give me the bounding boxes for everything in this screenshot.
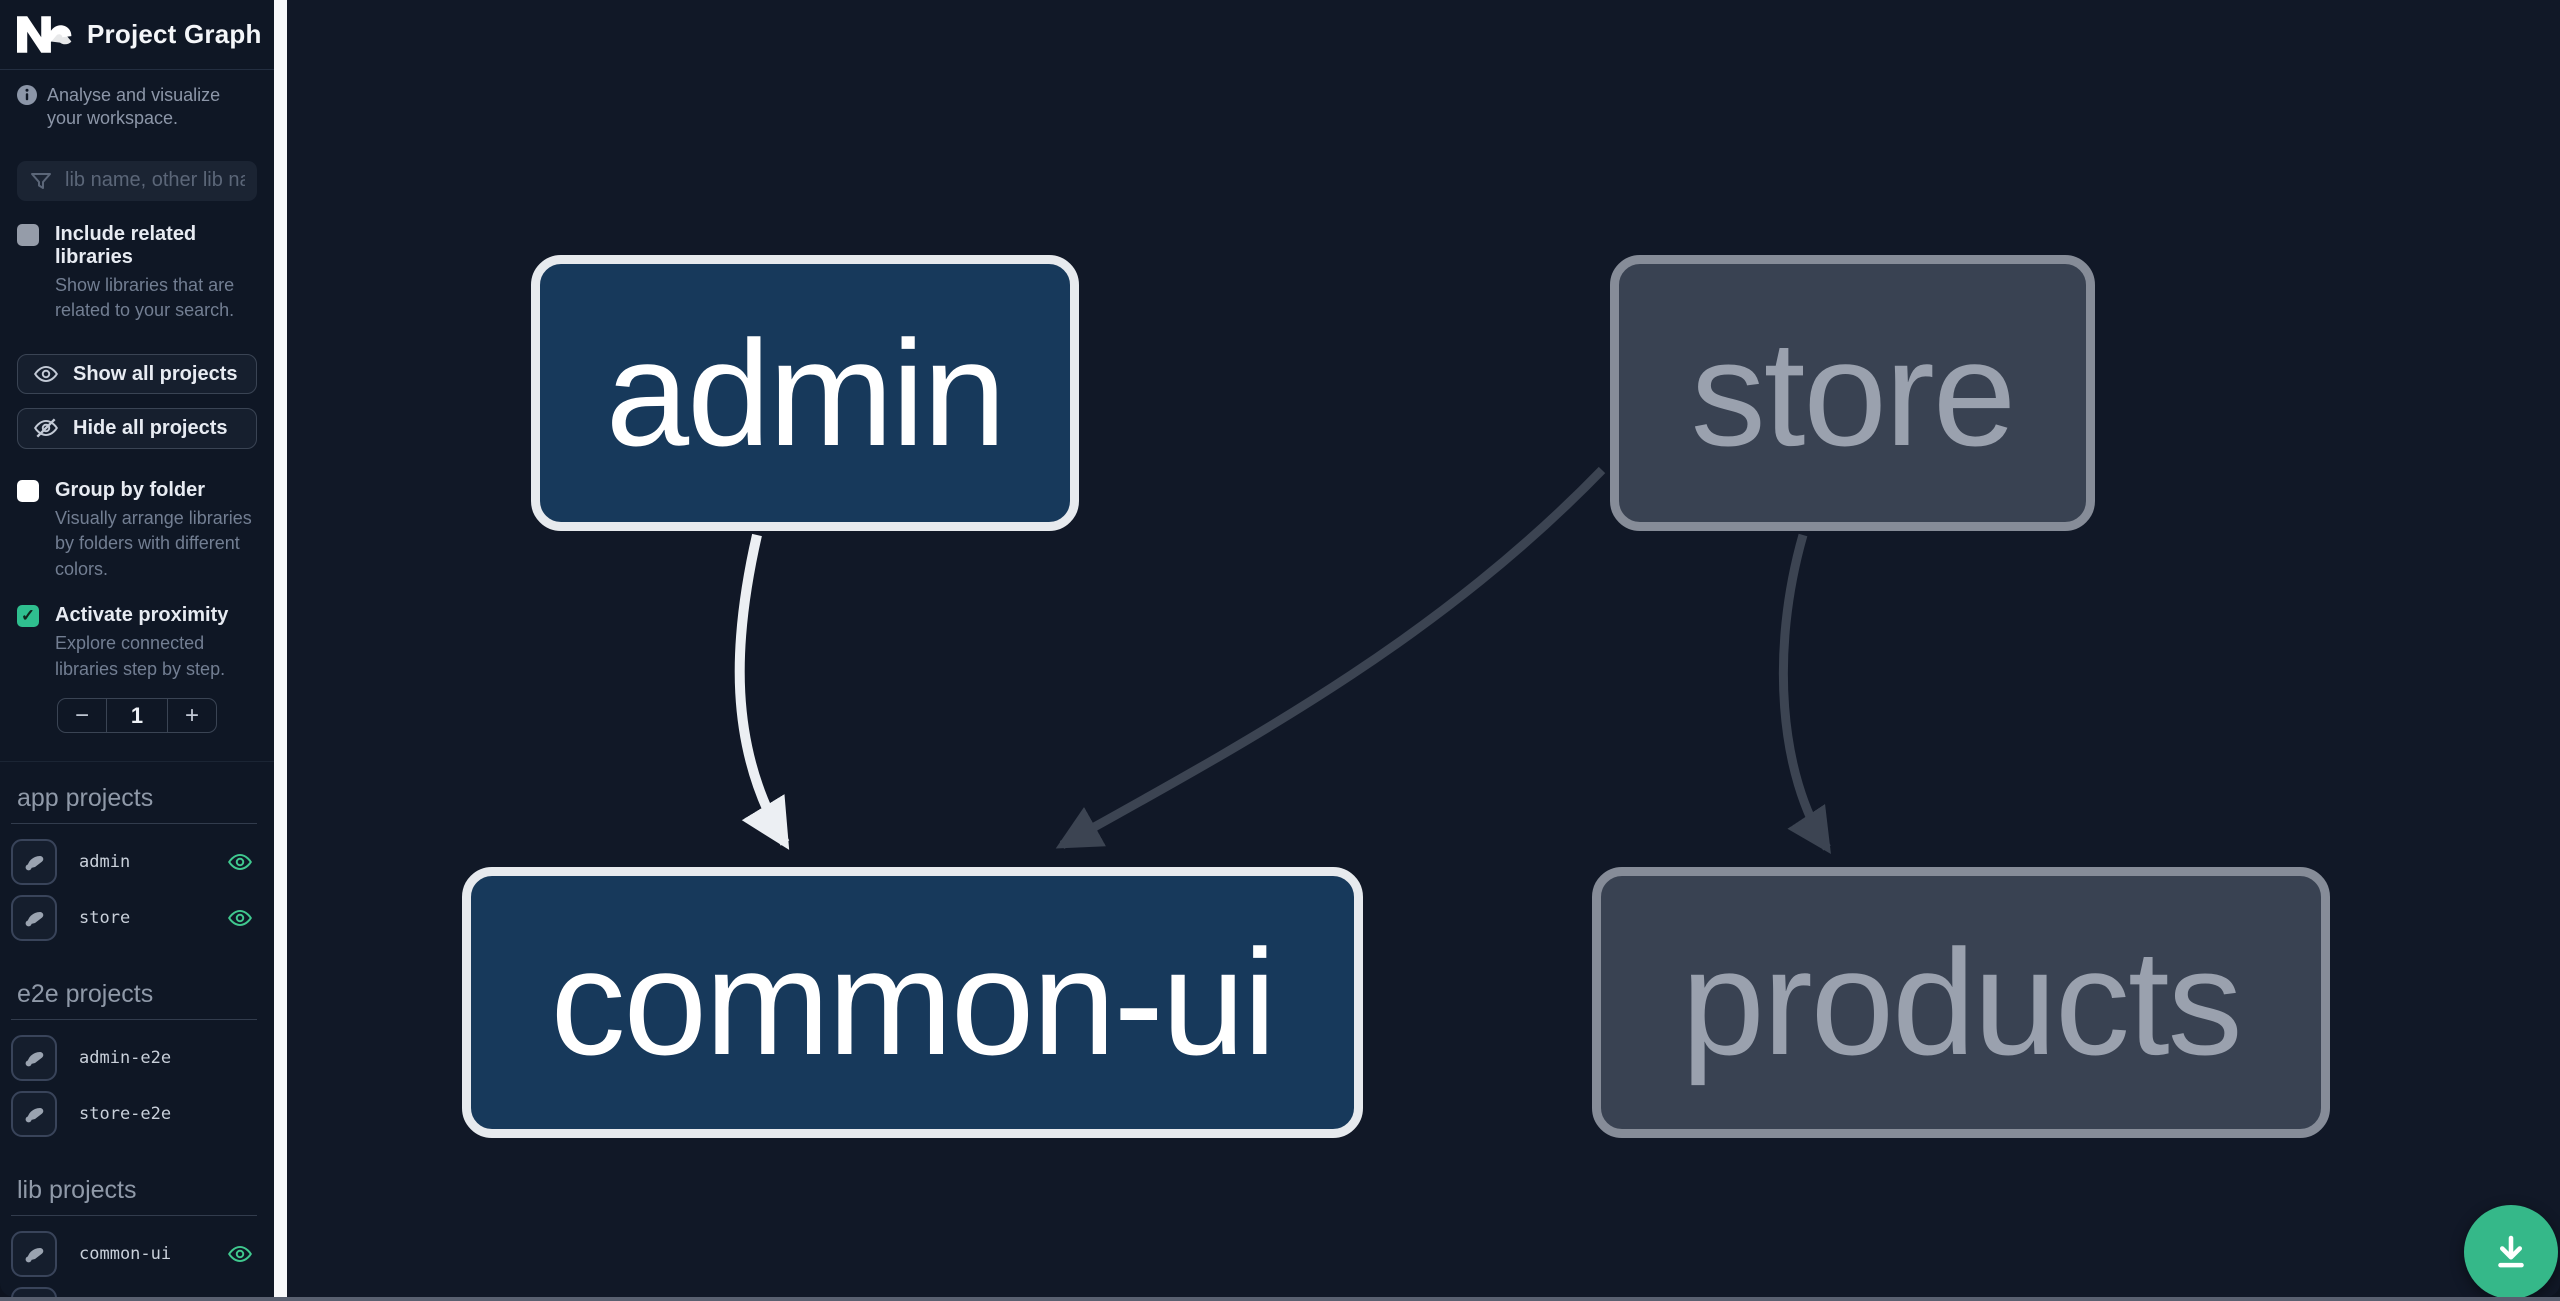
dependency-edges — [734, 466, 1831, 855]
eye-slash-icon — [34, 418, 58, 438]
sidebar-header: Project Graph — [0, 0, 274, 70]
group-by-folder-label: Group by folder — [55, 478, 205, 501]
filter-icon — [31, 172, 51, 189]
projects-pane: app projects admin — [0, 761, 274, 1297]
include-related-label: Include related libraries — [55, 222, 197, 268]
proximity-value: 1 — [106, 699, 168, 733]
activate-proximity-checkbox[interactable]: ✓ — [17, 605, 39, 628]
edge-store-to-products[interactable] — [1778, 533, 1831, 855]
project-icon — [25, 856, 44, 871]
activate-proximity-label: Activate proximity — [55, 604, 229, 627]
project-label[interactable]: admin-e2e — [79, 1048, 172, 1069]
project-icon — [25, 1248, 44, 1263]
download-button[interactable] — [2464, 1205, 2558, 1297]
info-icon — [17, 84, 37, 105]
workspace-intro: Analyse and visualize your workspace. — [0, 70, 274, 137]
proximity-increment-button[interactable]: + — [168, 699, 216, 732]
project-row-products: products — [11, 1286, 257, 1297]
sidebar: Project Graph Analyse and visualize your… — [0, 0, 274, 1297]
intro-text: Analyse and visualize your workspace. — [47, 84, 221, 129]
section-heading: lib projects — [11, 1176, 257, 1217]
graph-node-store[interactable]: store — [1610, 255, 2095, 531]
project-icon — [25, 1108, 44, 1123]
project-label[interactable]: store-e2e — [79, 1104, 172, 1125]
project-tile[interactable] — [11, 1287, 57, 1297]
graph-node-products[interactable]: products — [1592, 867, 2330, 1138]
group-by-folder-checkbox[interactable] — [17, 479, 39, 502]
project-tile[interactable] — [11, 895, 57, 942]
section-heading: e2e projects — [11, 980, 257, 1021]
project-row-store: store — [11, 894, 257, 942]
page-title: Project Graph — [87, 18, 262, 49]
section-heading: app projects — [11, 784, 257, 825]
project-row-admin-e2e: admin-e2e — [11, 1034, 257, 1082]
project-row-store-e2e: store-e2e — [11, 1090, 257, 1138]
project-tile[interactable] — [11, 839, 57, 886]
graph-node-admin[interactable]: admin — [531, 255, 1079, 531]
lib-projects-section: lib projects common-ui — [11, 1176, 257, 1297]
project-tile[interactable] — [11, 1035, 57, 1082]
search-input[interactable] — [65, 169, 245, 193]
node-label: store — [1690, 308, 2016, 477]
option-activate-proximity: ✓ Activate proximity Explore connected l… — [0, 604, 274, 682]
e2e-projects-section: e2e projects admin-e2e — [11, 980, 257, 1138]
project-row-common-ui: common-ui — [11, 1230, 257, 1278]
project-label[interactable]: admin — [79, 852, 131, 873]
include-related-checkbox[interactable] — [17, 223, 39, 246]
show-all-projects-button[interactable]: Show all projects — [17, 353, 257, 395]
project-tile[interactable] — [11, 1231, 57, 1278]
activate-proximity-description: Explore connected libraries step by step… — [55, 633, 226, 679]
node-label: common-ui — [550, 918, 1277, 1086]
hide-all-projects-label: Hide all projects — [73, 416, 228, 439]
visibility-eye-icon[interactable] — [227, 849, 253, 875]
eye-icon — [34, 365, 58, 383]
proximity-decrement-button[interactable]: − — [58, 699, 106, 732]
node-label: products — [1681, 918, 2242, 1086]
graph-node-common-ui[interactable]: common-ui — [462, 867, 1363, 1138]
app-projects-section: app projects admin — [11, 784, 257, 942]
project-tile[interactable] — [11, 1091, 57, 1138]
project-row-admin: admin — [11, 838, 257, 886]
visibility-eye-icon[interactable] — [227, 1241, 253, 1267]
project-label[interactable]: store — [79, 908, 131, 929]
edge-store-to-common-ui[interactable] — [1055, 466, 1606, 849]
edge-admin-to-common-ui[interactable] — [734, 533, 790, 850]
visibility-eye-icon[interactable] — [227, 905, 253, 931]
project-label[interactable]: common-ui — [79, 1244, 172, 1265]
graph-canvas[interactable]: admin store common-ui products — [287, 0, 2560, 1297]
sidebar-canvas-divider — [274, 0, 287, 1297]
search-box — [17, 160, 257, 201]
option-group-by-folder: Group by folder Visually arrange librari… — [0, 479, 274, 583]
project-icon — [25, 1052, 44, 1067]
nx-logo — [17, 16, 72, 53]
download-icon — [2498, 1235, 2524, 1268]
node-label: admin — [605, 308, 1007, 477]
show-all-projects-label: Show all projects — [73, 362, 238, 385]
group-by-folder-description: Visually arrange libraries by folders wi… — [55, 507, 252, 579]
include-related-description: Show libraries that are related to your … — [55, 274, 235, 321]
option-include-related: Include related libraries Show libraries… — [0, 223, 274, 324]
hide-all-projects-button[interactable]: Hide all projects — [17, 408, 257, 449]
project-icon — [25, 912, 44, 927]
proximity-stepper: − 1 + — [57, 698, 217, 734]
